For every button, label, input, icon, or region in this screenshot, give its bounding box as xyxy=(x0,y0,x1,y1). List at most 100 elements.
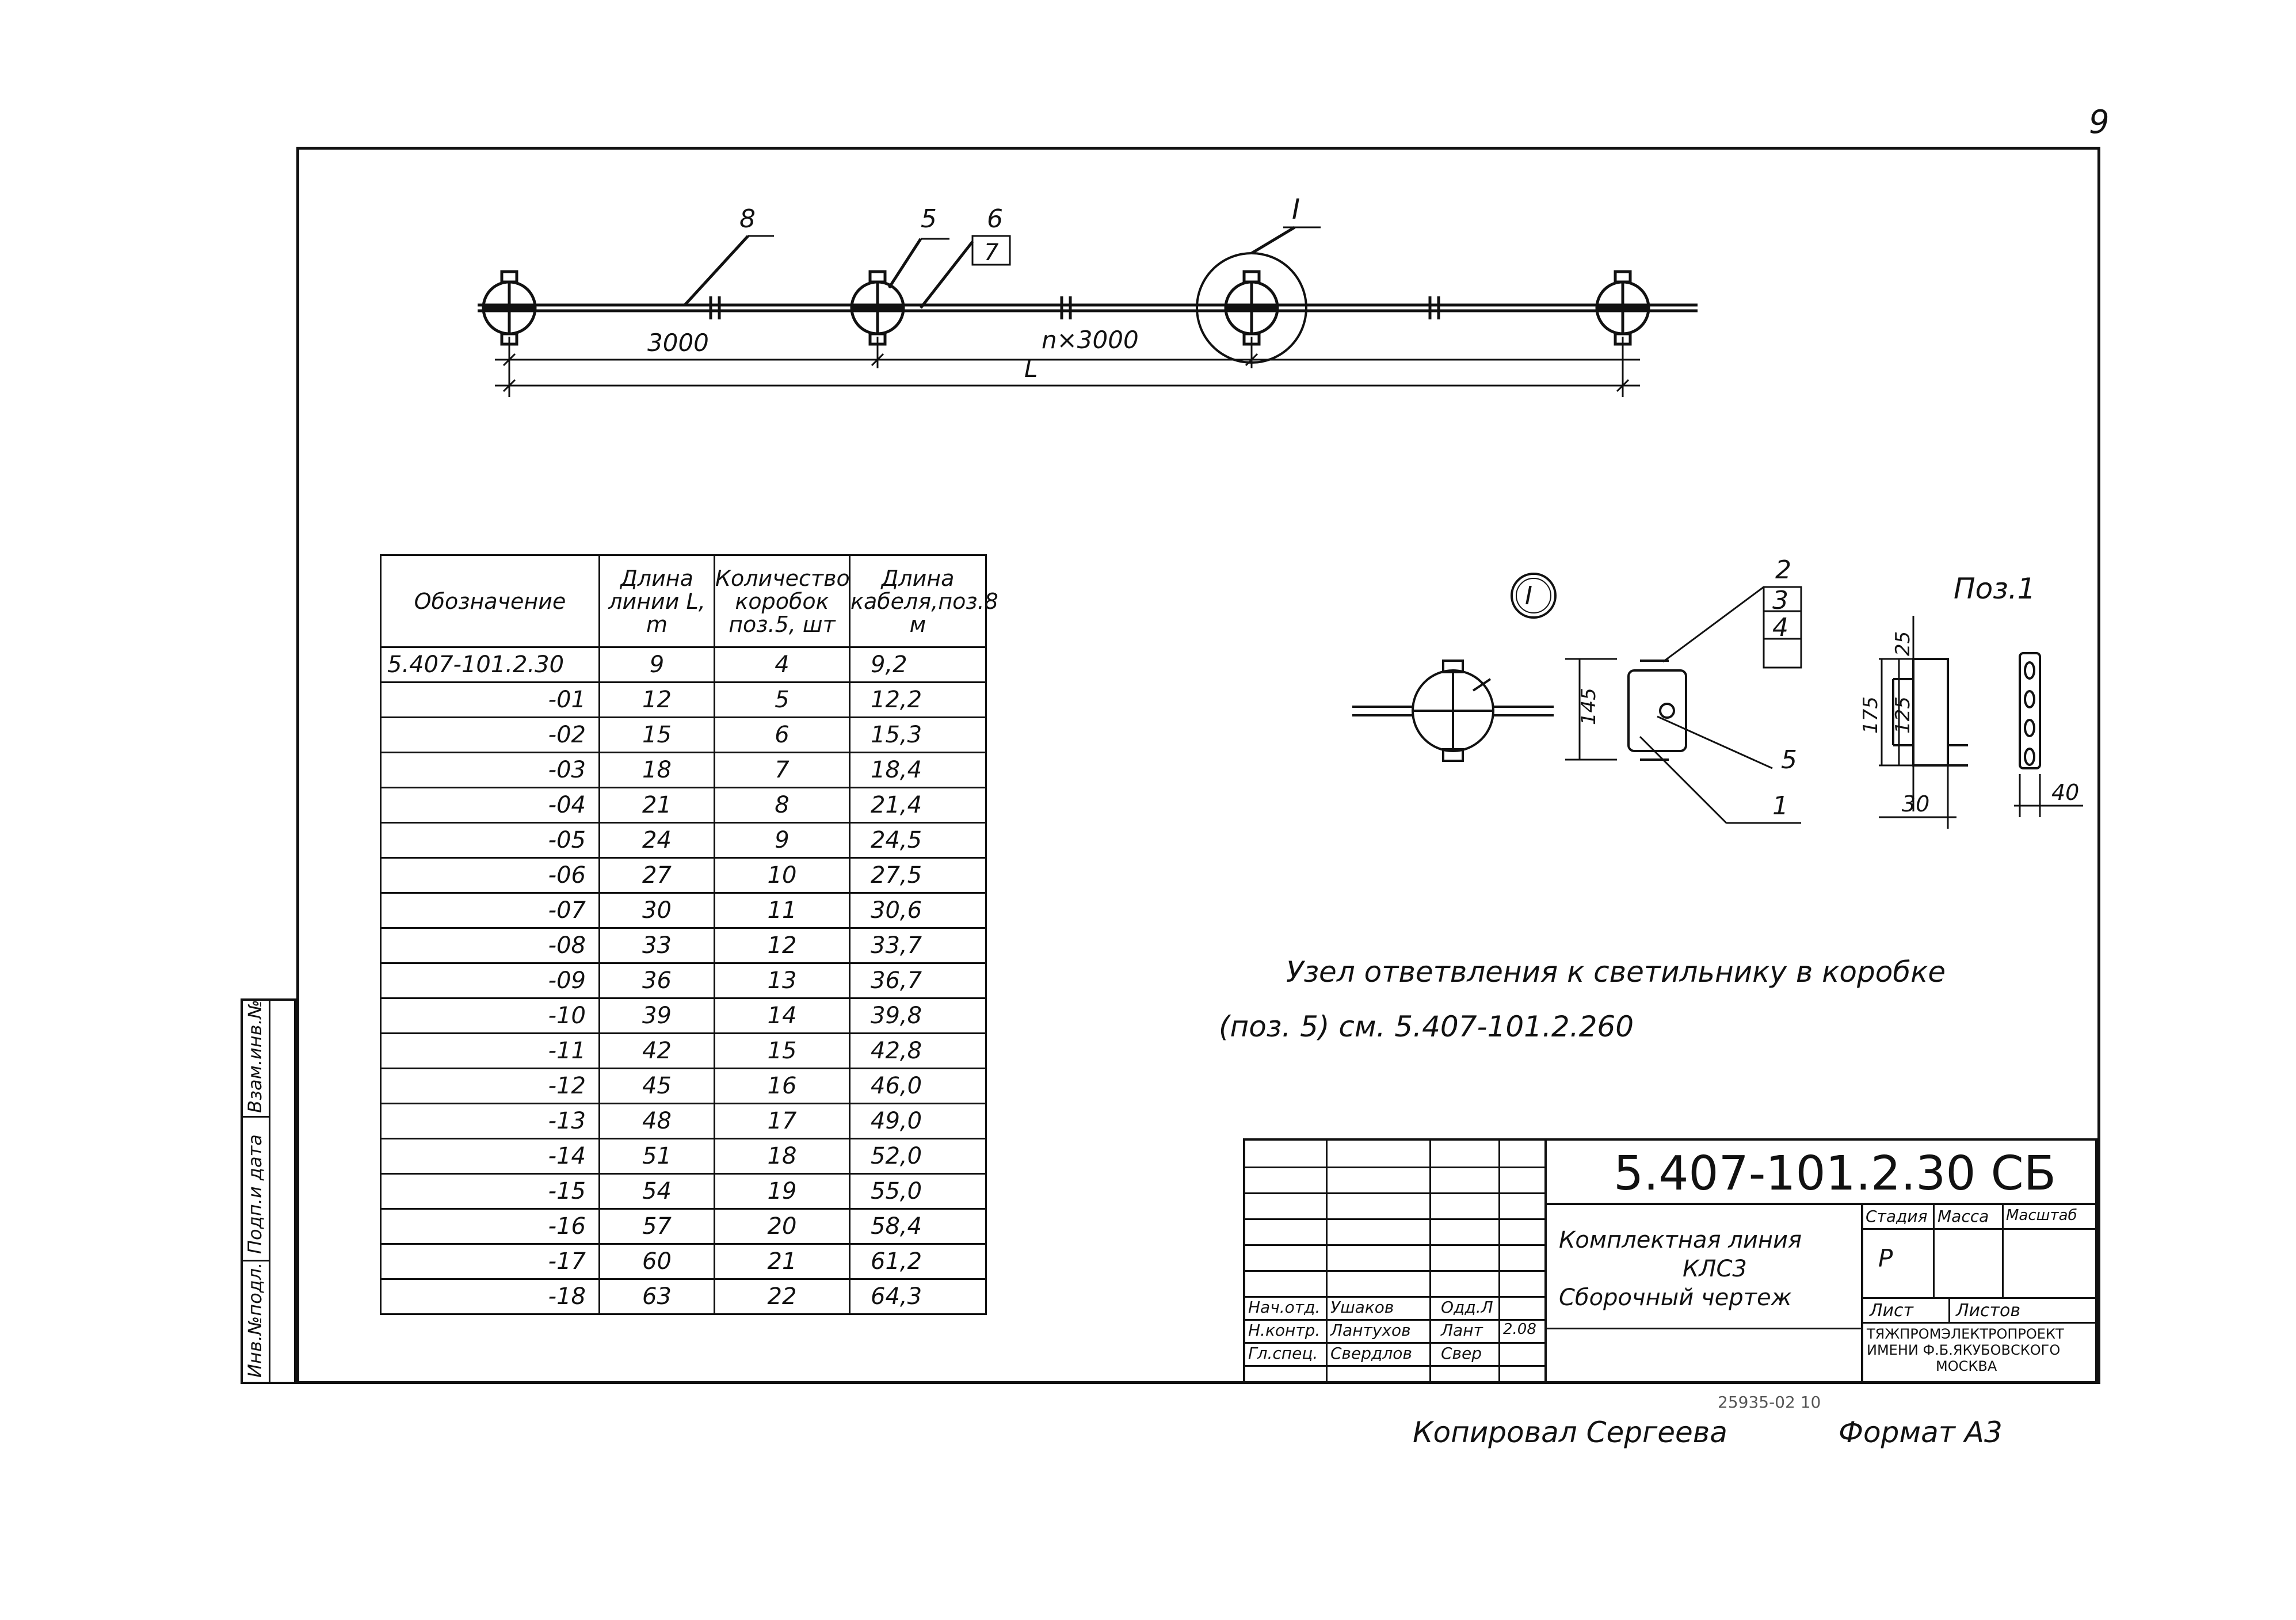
cell-designation: -11 xyxy=(380,1032,600,1069)
cell-box-count: 19 xyxy=(714,1173,850,1210)
doc-name-line-1: Комплектная линия xyxy=(1559,1227,1802,1253)
cell-cable-length: 42,8 xyxy=(849,1032,987,1069)
cell-cable-length: 61,2 xyxy=(849,1243,987,1280)
cell-designation: -10 xyxy=(380,997,600,1034)
cell-designation: -17 xyxy=(380,1243,600,1280)
cell-designation: -12 xyxy=(380,1068,600,1104)
archive-number: 25935-02 10 xyxy=(1718,1393,1821,1412)
dim-L: L xyxy=(1024,355,1038,383)
cell-cable-length: 55,0 xyxy=(849,1173,987,1210)
cell-designation: -15 xyxy=(380,1173,600,1210)
org-line-2: ИМЕНИ Ф.Б.ЯКУБОВСКОГО xyxy=(1867,1342,2061,1358)
cell-cable-length: 24,5 xyxy=(849,822,987,859)
label-pos-8: 8 xyxy=(739,204,756,234)
cell-line-length: 15 xyxy=(598,716,715,753)
cell-line-length: 42 xyxy=(598,1032,715,1069)
cell-box-count: 4 xyxy=(714,646,850,683)
dim-145: 145 xyxy=(1577,688,1600,725)
detail-pos-1: 1 xyxy=(1772,791,1788,821)
detail-pos-5: 5 xyxy=(1781,745,1797,775)
sign-name-3: Свердлов xyxy=(1330,1344,1412,1363)
org-line-1: ТЯЖПРОМЭЛЕКТРОПРОЕКТ xyxy=(1867,1326,2064,1342)
cell-cable-length: 36,7 xyxy=(849,962,987,999)
cell-line-length: 21 xyxy=(598,787,715,824)
dim-40: 40 xyxy=(2051,780,2079,805)
cell-box-count: 5 xyxy=(714,681,850,718)
doc-name-line-2: КЛС3 xyxy=(1683,1256,1747,1282)
left-stamp: Инв.№подл. Подп.и дата Взам.инв.№ xyxy=(241,998,296,1384)
cell-box-count: 15 xyxy=(714,1032,850,1069)
cell-cable-length: 58,4 xyxy=(849,1208,987,1245)
cell-designation: -01 xyxy=(380,681,600,718)
cell-line-length: 27 xyxy=(598,857,715,894)
sign-role-2: Н.контр. xyxy=(1248,1321,1321,1340)
spec-table: Обозначение Длина линии L, m Количество … xyxy=(380,554,998,1315)
cell-designation: -06 xyxy=(380,857,600,894)
cell-designation: -16 xyxy=(380,1208,600,1245)
header-cable-length: Длина кабеля,поз.8 м xyxy=(849,554,998,648)
mass-header: Масса xyxy=(1938,1207,1989,1226)
scale-header: Масштаб xyxy=(2006,1207,2077,1224)
cell-designation: -09 xyxy=(380,962,600,999)
note-line-2: (поз. 5) см. 5.407-101.2.260 xyxy=(1219,1010,1634,1043)
detail-pos-2: 2 xyxy=(1775,555,1791,585)
dim-125: 125 xyxy=(1891,696,1914,734)
cell-designation: -05 xyxy=(380,822,600,859)
cell-line-length: 18 xyxy=(598,752,715,788)
org-line-3: МОСКВА xyxy=(1936,1358,1997,1374)
cell-cable-length: 39,8 xyxy=(849,997,987,1034)
doc-code: 5.407-101.2.30 СБ xyxy=(1614,1146,2057,1201)
cell-designation: -08 xyxy=(380,927,600,964)
sign-sig-1: Одд.Л xyxy=(1441,1298,1493,1317)
cell-line-length: 45 xyxy=(598,1068,715,1104)
doc-name-line-3: Сборочный чертеж xyxy=(1559,1284,1792,1311)
label-node-callout: I xyxy=(1292,193,1300,226)
sheet-label: Лист xyxy=(1870,1301,1914,1321)
note-line-1: Узел ответвления к светильнику в коробке xyxy=(1286,955,1946,989)
header-designation: Обозначение xyxy=(380,554,600,648)
dim-30: 30 xyxy=(1902,791,1929,817)
sign-date-2: 2.08 xyxy=(1503,1321,1536,1338)
sign-sig-3: Свер xyxy=(1441,1344,1482,1363)
spec-table-header: Обозначение Длина линии L, m Количество … xyxy=(380,554,998,648)
cell-line-length: 33 xyxy=(598,927,715,964)
cell-line-length: 51 xyxy=(598,1138,715,1175)
cell-designation: -02 xyxy=(380,716,600,753)
cell-cable-length: 49,0 xyxy=(849,1103,987,1139)
poz1-title: Поз.1 xyxy=(1954,572,2035,605)
cell-line-length: 48 xyxy=(598,1103,715,1139)
cell-cable-length: 64,3 xyxy=(849,1278,987,1315)
label-pos-6: 6 xyxy=(987,204,1003,234)
cell-box-count: 14 xyxy=(714,997,850,1034)
cell-line-length: 9 xyxy=(598,646,715,683)
sign-sig-2: Лант xyxy=(1441,1321,1483,1340)
detail-pos-3: 3 xyxy=(1772,586,1788,615)
cell-box-count: 22 xyxy=(714,1278,850,1315)
label-pos-7: 7 xyxy=(984,239,999,266)
cell-line-length: 24 xyxy=(598,822,715,859)
title-block: 5.407-101.2.30 СБ Комплектная линия КЛС3… xyxy=(1243,1138,2100,1384)
detail-node-label: I xyxy=(1525,581,1532,611)
cell-cable-length: 46,0 xyxy=(849,1068,987,1104)
dim-175: 175 xyxy=(1859,696,1882,734)
sign-name-1: Ушаков xyxy=(1330,1298,1394,1317)
cell-designation: 5.407-101.2.30 xyxy=(380,646,600,683)
cell-box-count: 8 xyxy=(714,787,850,824)
cell-cable-length: 9,2 xyxy=(849,646,987,683)
cell-line-length: 36 xyxy=(598,962,715,999)
sign-name-2: Лантухов xyxy=(1330,1321,1411,1340)
drawing-frame xyxy=(296,147,2100,1384)
